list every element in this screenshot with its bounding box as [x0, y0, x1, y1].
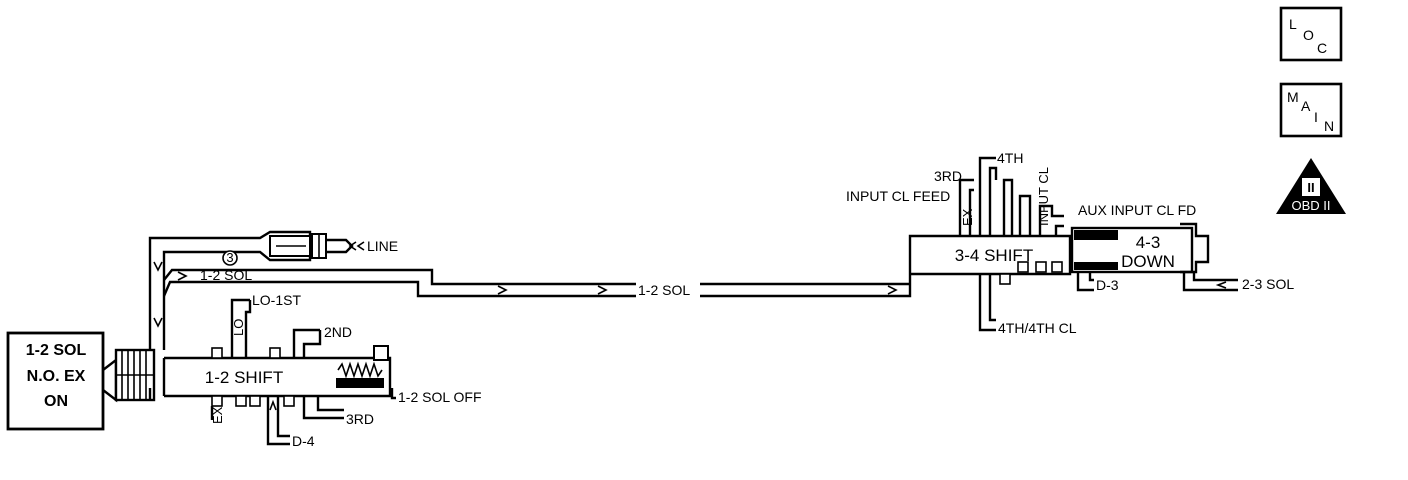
- legend-loc-icon: L O C: [1279, 6, 1343, 62]
- svg-text:M: M: [1287, 89, 1299, 105]
- svg-text:L: L: [1289, 16, 1297, 32]
- label-input-cl: INPUT CL: [1036, 167, 1051, 226]
- ports-43-down: [1076, 272, 1238, 292]
- svg-text:A: A: [1301, 98, 1311, 114]
- svg-text:OBD II: OBD II: [1291, 198, 1330, 213]
- orifice-circle: [222, 250, 238, 266]
- orifice-number: 3: [226, 250, 233, 265]
- label-2nd: 2ND: [324, 324, 352, 340]
- label-3rd-top: 3RD: [934, 168, 962, 184]
- svg-text:C: C: [1317, 40, 1327, 56]
- ports-34-shift: [958, 156, 1064, 332]
- label-4th-4th-cl: 4TH/4TH CL: [998, 320, 1077, 336]
- label-4th: 4TH: [997, 150, 1023, 166]
- label-ex-left: EX: [210, 406, 225, 424]
- label-3rd-bottom: 3RD: [346, 411, 374, 427]
- label-12-sol-mid: 1-2 SOL: [638, 282, 690, 298]
- svg-text:N: N: [1324, 118, 1334, 134]
- svg-text:I: I: [1314, 109, 1318, 125]
- solenoid-12: 1-2 SOL N.O. EX ON: [6, 331, 156, 431]
- valve-12-spring: [337, 361, 383, 379]
- valve-12-shift-label: 1-2 SHIFT: [205, 368, 283, 387]
- passages-left-upper: [148, 236, 900, 400]
- line-filter: 3: [220, 230, 365, 266]
- label-d4: D-4: [292, 433, 315, 449]
- solenoid-label-line1: 1-2 SOL: [26, 342, 87, 359]
- label-12-sol-off: 1-2 SOL OFF: [398, 389, 482, 405]
- label-d3: D-3: [1096, 277, 1119, 293]
- label-lo-1st: LO-1ST: [252, 292, 301, 308]
- label-aux-input-cl-fd: AUX INPUT CL FD: [1078, 202, 1196, 218]
- label-23-sol: 2-3 SOL: [1242, 276, 1294, 292]
- svg-text:II: II: [1307, 180, 1314, 195]
- label-ex-right: EX: [960, 208, 975, 226]
- legend-main-icon: M A I N: [1279, 82, 1343, 138]
- valve-34-shift: 3-4 SHIFT: [900, 234, 1072, 298]
- legend-obd-ii-icon: II OBD II: [1276, 158, 1346, 214]
- label-lo: LO: [231, 319, 246, 336]
- svg-text:O: O: [1303, 27, 1314, 43]
- solenoid-label-line2: N.O. EX: [27, 368, 86, 385]
- solenoid-label-line3: ON: [44, 393, 68, 410]
- ports-12-shift: [210, 298, 396, 446]
- solenoid-plunger: [102, 357, 118, 403]
- valve-34-shift-label: 3-4 SHIFT: [955, 246, 1033, 265]
- label-line: LINE: [367, 238, 398, 254]
- solenoid-box: [6, 331, 105, 431]
- valve-43-down-label-1: 4-3: [1136, 233, 1161, 252]
- label-input-cl-feed: INPUT CL FEED: [846, 188, 950, 204]
- valve-43-down-label-2: DOWN: [1121, 252, 1175, 271]
- valve-43-down: 4-3 DOWN: [1070, 222, 1210, 274]
- label-12-sol-top: 1-2 SOL: [200, 267, 252, 283]
